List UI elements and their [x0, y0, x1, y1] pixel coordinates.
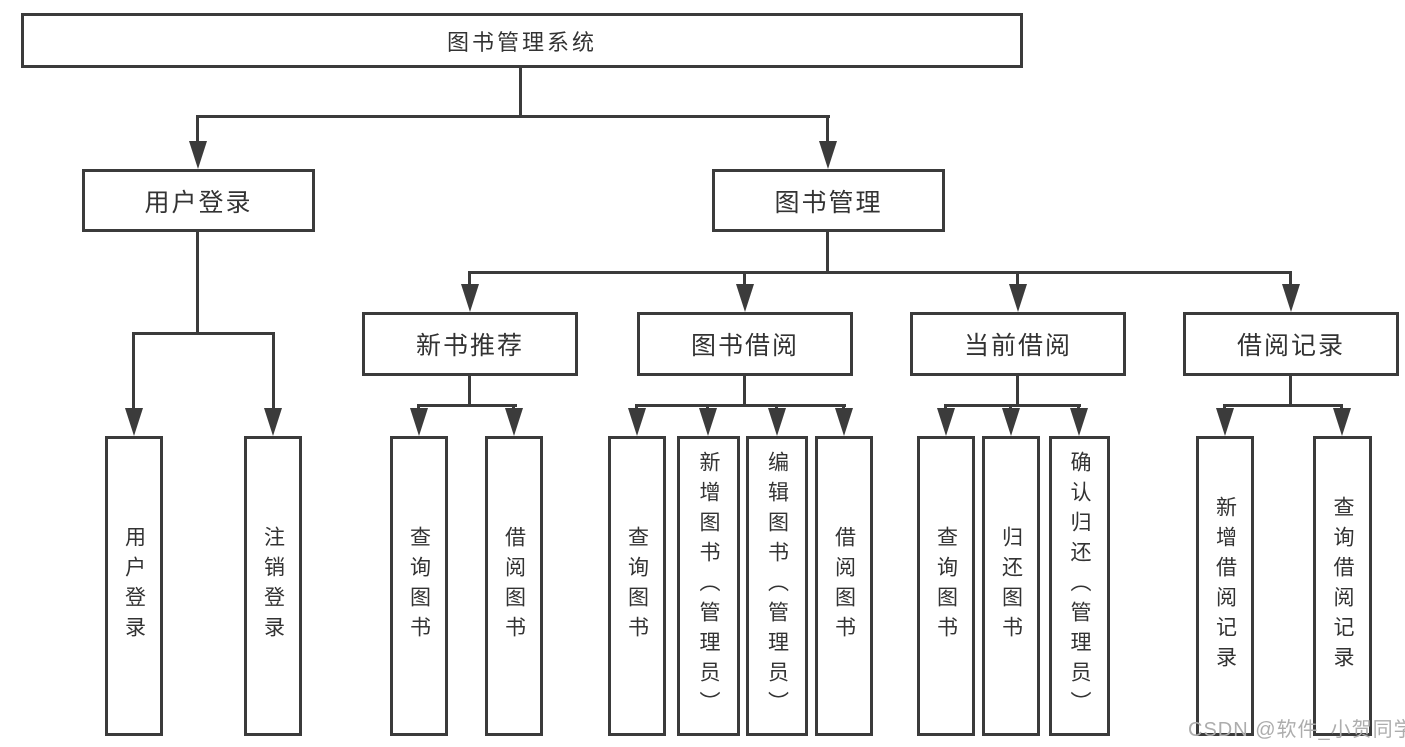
connector-line: [196, 115, 199, 145]
arrowhead-down-icon: [628, 408, 646, 436]
node-cb-query-books: 查询图书: [917, 436, 975, 736]
connector-line: [1289, 271, 1292, 287]
connector-line: [132, 332, 135, 412]
node-label: 借阅图书: [832, 526, 856, 646]
node-logout: 注销登录: [244, 436, 302, 736]
arrowhead-down-icon: [125, 408, 143, 436]
node-label: 借阅图书: [502, 526, 526, 646]
node-br-query-record: 查询借阅记录: [1313, 436, 1372, 736]
node-book-borrowing: 图书借阅: [637, 312, 853, 376]
arrowhead-down-icon: [736, 284, 754, 312]
node-label: 新增图书（管理员）: [697, 451, 720, 721]
arrowhead-down-icon: [1070, 408, 1088, 436]
node-label: 图书管理系统: [446, 29, 597, 55]
node-new-book-recommendation: 新书推荐: [362, 312, 578, 376]
node-current-borrowing: 当前借阅: [910, 312, 1126, 376]
node-label: 图书借阅: [690, 332, 799, 360]
arrowhead-down-icon: [1282, 284, 1300, 312]
node-label: 查询借阅记录: [1331, 496, 1354, 676]
arrowhead-down-icon: [461, 284, 479, 312]
connector-line: [1016, 376, 1019, 407]
node-user-login-branch: 用户登录: [82, 169, 315, 232]
arrowhead-down-icon: [189, 141, 207, 169]
connector-line: [417, 404, 517, 407]
node-label: 归还图书: [999, 526, 1023, 646]
connector-line: [272, 332, 275, 412]
node-label: 编辑图书（管理员）: [765, 451, 789, 721]
node-bb-add-books-admin: 新增图书（管理员）: [677, 436, 740, 736]
connector-line: [468, 376, 471, 407]
node-label: 图书管理: [774, 188, 883, 217]
node-bb-borrow-books: 借阅图书: [815, 436, 873, 736]
node-label: 当前借阅: [963, 332, 1072, 360]
arrowhead-down-icon: [768, 408, 786, 436]
node-label: 确认归还（管理员）: [1068, 451, 1091, 721]
node-label: 借阅记录: [1236, 332, 1345, 360]
connector-line: [826, 115, 829, 145]
connector-line: [743, 376, 746, 407]
node-user-login: 用户登录: [105, 436, 163, 736]
node-nb-borrow-books: 借阅图书: [485, 436, 543, 736]
node-label: 用户登录: [122, 526, 146, 646]
connector-line: [468, 271, 1292, 274]
node-label: 注销登录: [261, 526, 285, 646]
arrowhead-down-icon: [937, 408, 955, 436]
node-label: 新书推荐: [415, 332, 524, 360]
csdn-watermark: CSDN @软件_小贺同学: [1188, 719, 1405, 741]
arrowhead-down-icon: [835, 408, 853, 436]
connector-line: [519, 68, 522, 118]
node-cb-return-books: 归还图书: [982, 436, 1040, 736]
arrowhead-down-icon: [1009, 284, 1027, 312]
node-book-management: 图书管理: [712, 169, 945, 232]
node-label: 查询图书: [407, 526, 431, 646]
node-label: 查询图书: [934, 526, 958, 646]
node-cb-confirm-return-admin: 确认归还（管理员）: [1049, 436, 1110, 736]
node-library-management-system: 图书管理系统: [21, 13, 1023, 68]
arrowhead-down-icon: [1002, 408, 1020, 436]
node-bb-query-books: 查询图书: [608, 436, 666, 736]
connector-line: [196, 232, 199, 335]
node-label: 新增借阅记录: [1213, 496, 1237, 676]
arrowhead-down-icon: [699, 408, 717, 436]
arrowhead-down-icon: [505, 408, 523, 436]
arrowhead-down-icon: [1333, 408, 1351, 436]
node-bb-edit-books-admin: 编辑图书（管理员）: [746, 436, 808, 736]
connector-line: [944, 404, 1081, 407]
connector-line: [635, 404, 846, 407]
connector-line: [1223, 404, 1343, 407]
node-label: 查询图书: [625, 526, 649, 646]
node-borrowing-records: 借阅记录: [1183, 312, 1399, 376]
connector-line: [743, 271, 746, 287]
node-br-add-record: 新增借阅记录: [1196, 436, 1254, 736]
node-nb-query-books: 查询图书: [390, 436, 448, 736]
arrowhead-down-icon: [819, 141, 837, 169]
node-label: 用户登录: [144, 188, 253, 217]
connector-line: [196, 115, 830, 118]
arrowhead-down-icon: [410, 408, 428, 436]
arrowhead-down-icon: [264, 408, 282, 436]
connector-line: [1016, 271, 1019, 287]
arrowhead-down-icon: [1216, 408, 1234, 436]
connector-line: [468, 271, 471, 287]
connector-line: [1289, 376, 1292, 407]
connector-line: [132, 332, 275, 335]
connector-line: [826, 232, 829, 274]
